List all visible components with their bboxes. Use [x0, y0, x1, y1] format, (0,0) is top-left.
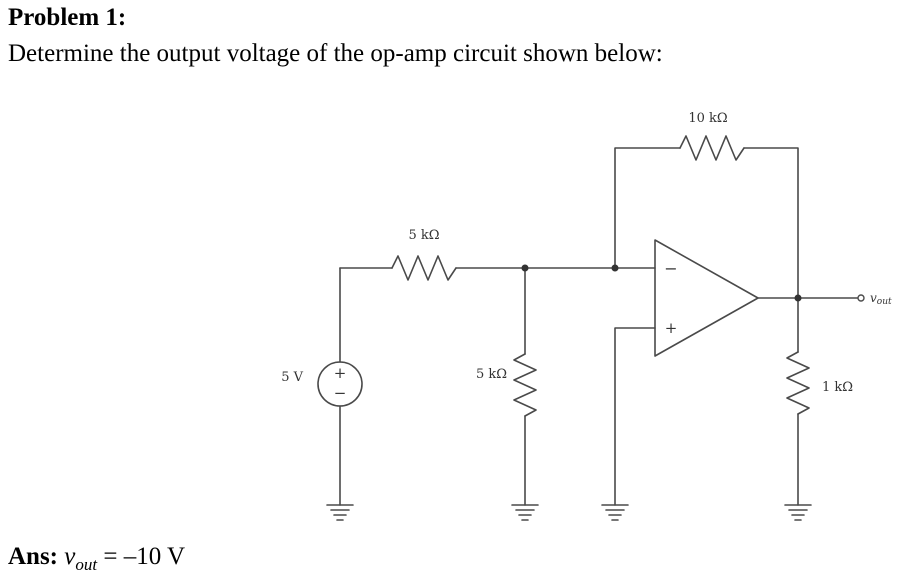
- opamp-inverting-sign: −: [664, 259, 677, 278]
- junction-dot: [521, 264, 529, 272]
- load-resistor-label: 1 kΩ: [822, 380, 853, 395]
- answer-variable-subscript: out: [75, 555, 98, 574]
- answer-variable: v: [64, 543, 76, 570]
- shunt-resistor-label: 5 kΩ: [476, 367, 507, 382]
- feedback-resistor-label: 10 kΩ: [688, 111, 727, 126]
- ground-icon: [326, 504, 354, 521]
- shunt-resistor: [513, 353, 537, 417]
- ground-icon: [511, 504, 539, 521]
- answer-line: Ans: vout = –10 V: [8, 543, 185, 575]
- input-resistor-label: 5 kΩ: [408, 228, 439, 243]
- source-plus-sign: +: [334, 364, 347, 382]
- output-terminal: [857, 294, 865, 302]
- input-resistor: [391, 255, 457, 281]
- ground-icon: [784, 504, 812, 521]
- answer-value: = –10 V: [97, 543, 186, 570]
- wire-feedback-right: [743, 147, 799, 299]
- op-amp-triangle: [654, 239, 759, 357]
- junction-dot: [611, 264, 619, 272]
- load-resistor: [786, 351, 810, 415]
- source-minus-sign: −: [334, 384, 347, 402]
- wire-noninverting: [614, 327, 656, 506]
- junction-dot: [794, 294, 802, 302]
- opamp-noninverting-sign: +: [665, 319, 678, 337]
- answer-label: Ans:: [8, 543, 59, 570]
- wire-feedback-left: [614, 147, 681, 269]
- output-voltage-label: vout: [870, 291, 892, 307]
- problem-question: Determine the output voltage of the op-a…: [8, 40, 663, 67]
- problem-title: Problem 1:: [8, 4, 127, 31]
- source-voltage-label: 5 V: [281, 370, 303, 385]
- feedback-resistor: [679, 135, 745, 161]
- voltage-source-circle: [317, 361, 363, 407]
- ground-icon: [601, 504, 629, 521]
